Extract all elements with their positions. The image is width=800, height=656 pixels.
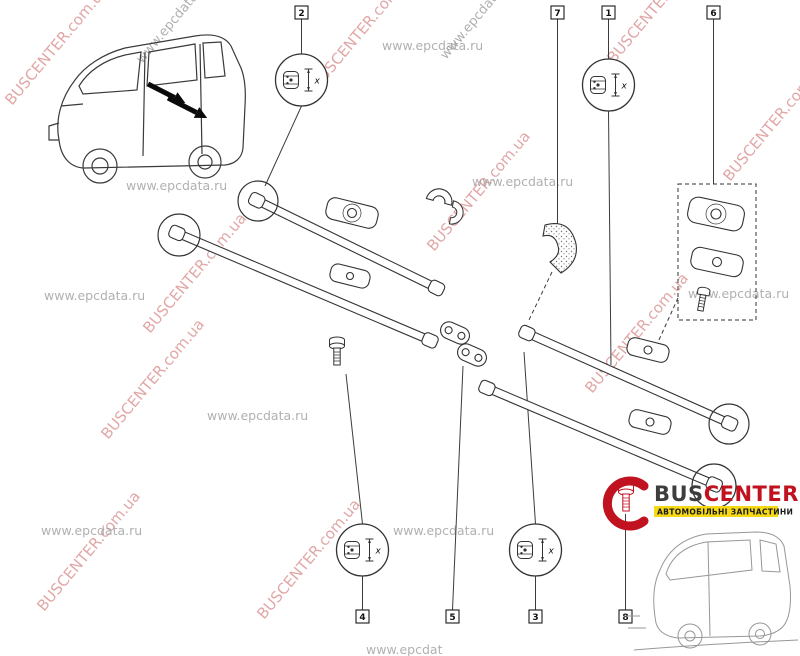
callout-box-4[interactable]: 4	[355, 609, 370, 624]
logo-center: CENTER	[704, 482, 799, 506]
logo-wordmark: BUSCENTER	[654, 482, 799, 506]
bar-end-detail-callout	[335, 523, 390, 577]
torsion-bar-lower-right	[478, 379, 724, 493]
callout-box-6[interactable]: 6	[706, 5, 721, 20]
leader-lines	[264, 19, 714, 611]
torsion-bar-lower-left	[518, 324, 739, 432]
watermark-text: www.epcdata.ru	[207, 408, 308, 423]
diagram-parts	[325, 183, 757, 512]
vehicle-illustration	[48, 34, 246, 184]
watermark-text: www.epcdata.ru	[44, 288, 145, 303]
bar-end-detail-callout	[274, 53, 329, 107]
watermark-text: www.epcdata.ru	[393, 523, 494, 538]
callout-box-7[interactable]: 7	[550, 5, 565, 20]
torsion-bars	[168, 191, 739, 493]
anchor-plate	[626, 337, 670, 363]
buscenter-logo: BUSCENTER АВТОМОБІЛЬНІ ЗАПЧАСТИНИ	[602, 476, 799, 651]
watermark-text: BUSCENTER.com.ua	[1, 0, 112, 109]
logo-tagline-highlight	[654, 506, 778, 517]
end-ring	[708, 403, 750, 445]
torsion-bar-upper-right	[247, 191, 446, 297]
bar-end-detail-callout	[581, 58, 636, 112]
watermark-bottom: www.epcdat	[366, 642, 443, 656]
stippled-bracket	[542, 223, 577, 274]
part-kit-box	[677, 183, 757, 321]
logo-bus: BUS	[654, 482, 704, 506]
detail-callouts	[274, 53, 636, 577]
callout-box-3[interactable]: 3	[528, 609, 543, 624]
kit-bolt	[696, 286, 711, 312]
van-sketch	[624, 531, 799, 651]
watermark-text: www.epcdata.ru	[472, 174, 573, 189]
watermark-text: www.epcdata.ru	[688, 286, 789, 301]
callout-box-2[interactable]: 2	[294, 5, 309, 20]
center-link	[440, 321, 470, 345]
saddle-clamp	[425, 188, 464, 225]
logo-c-mark	[602, 476, 649, 531]
center-link	[457, 343, 487, 367]
end-ring	[157, 213, 201, 257]
bar-end-detail-callout	[508, 523, 563, 577]
watermark-text: BUSCENTER.com.ua	[719, 58, 800, 185]
watermark-text: www.epcdata.ru	[126, 178, 227, 193]
svg-text:1: 1	[605, 9, 611, 19]
watermark-text: www.epcdata.ru	[382, 38, 483, 53]
svg-text:8: 8	[622, 613, 628, 623]
callout-box-1[interactable]: 1	[601, 5, 616, 20]
location-arrows	[146, 81, 208, 118]
svg-text:6: 6	[710, 9, 716, 19]
watermark-text: BUSCENTER.com.ua	[603, 0, 714, 67]
svg-text:5: 5	[449, 613, 455, 623]
bolt	[329, 336, 345, 366]
logo-tagline: АВТОМОБІЛЬНІ ЗАПЧАСТИНИ	[657, 508, 793, 517]
watermark-text: www.epcdata.ru	[438, 0, 517, 63]
callout-box-5[interactable]: 5	[445, 609, 460, 624]
svg-text:3: 3	[532, 613, 538, 623]
watermark-text: BUSCENTER.com.ua	[33, 488, 144, 615]
anchor-plate	[628, 409, 672, 435]
anchor-plate	[325, 197, 379, 229]
torsion-bar-upper-left	[168, 224, 439, 349]
svg-text:2: 2	[298, 9, 304, 19]
svg-text:4: 4	[359, 613, 365, 623]
anchor-plate	[329, 263, 371, 289]
svg-text:7: 7	[554, 9, 560, 19]
watermark-text: www.epcdata.ru	[41, 523, 142, 538]
end-ring	[237, 180, 279, 222]
